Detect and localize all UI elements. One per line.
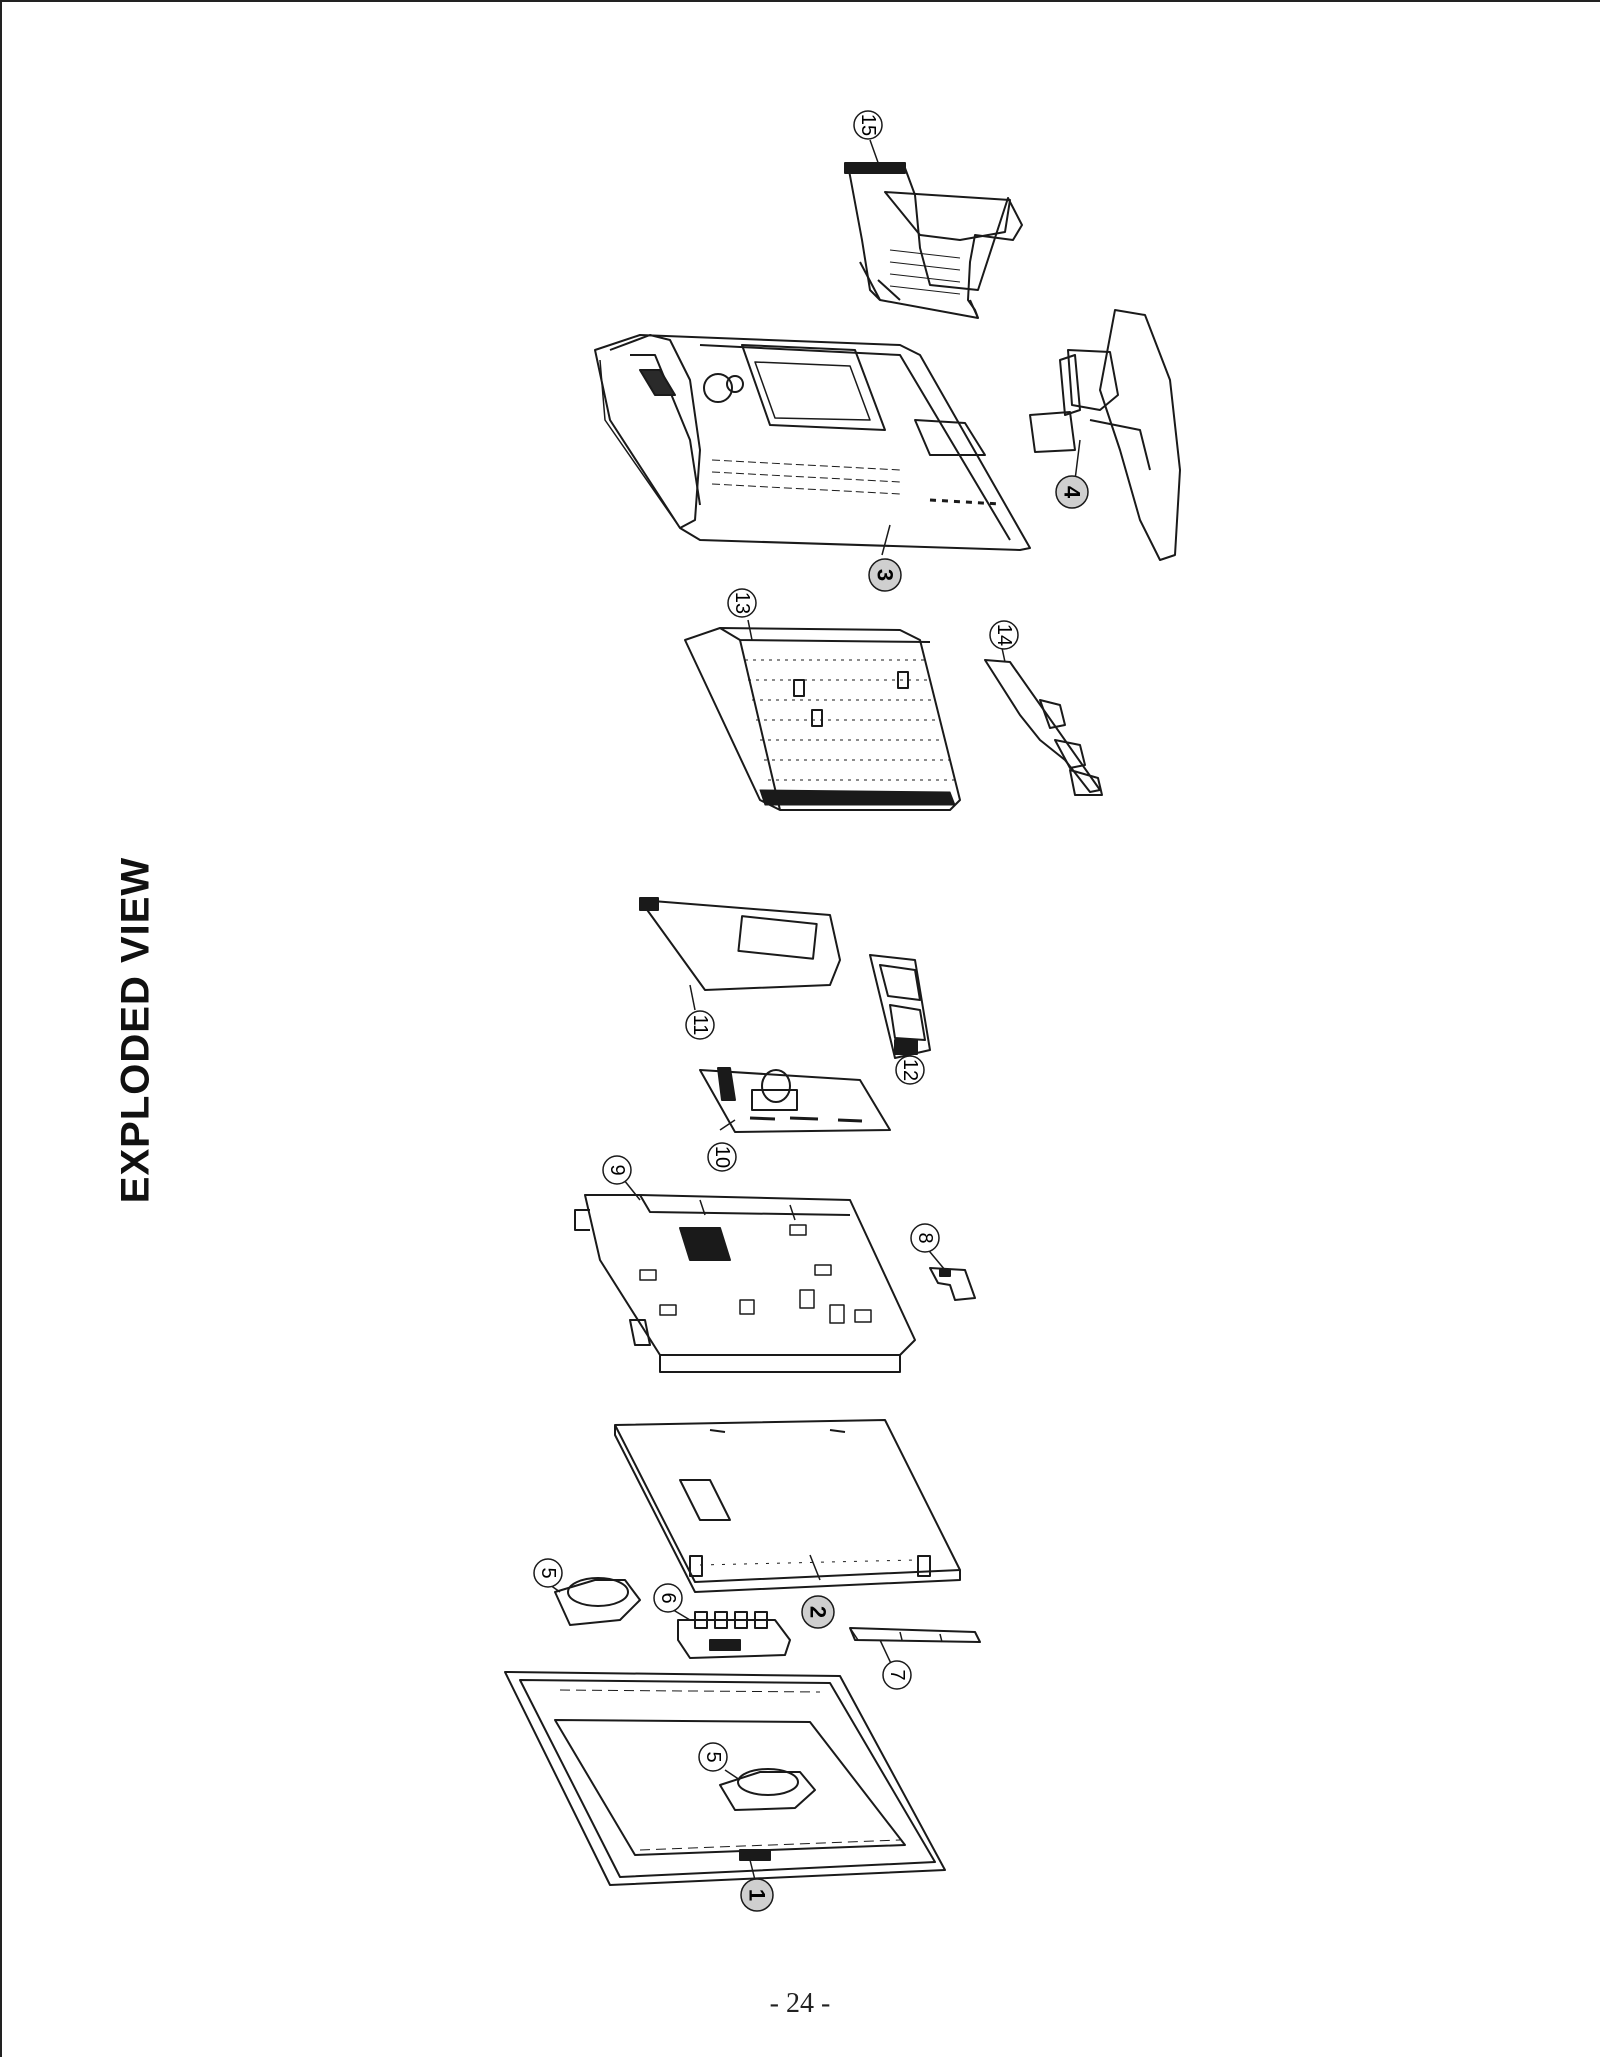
callout-5-upper-label: 5 — [537, 1567, 559, 1578]
callout-13-label: 13 — [731, 592, 753, 614]
callout-13: 13 — [727, 588, 757, 618]
callout-4: 4 — [1055, 475, 1089, 509]
callout-8: 8 — [910, 1223, 940, 1253]
callout-7-label: 7 — [886, 1669, 908, 1680]
part-10-main-board — [699, 1067, 891, 1133]
callout-14-label: 14 — [993, 624, 1015, 646]
part-1-front-bezel — [504, 1671, 946, 1886]
callout-8-label: 8 — [914, 1232, 936, 1243]
part-9-chassis — [574, 1194, 916, 1373]
callout-2: 2 — [801, 1595, 835, 1629]
callouts: 15 3 4 13 14 11 12 10 — [533, 110, 1089, 1912]
callout-7: 7 — [882, 1660, 912, 1690]
page-border-top — [0, 0, 1600, 2]
callout-9-label: 9 — [606, 1164, 628, 1175]
callout-2-label: 2 — [806, 1606, 831, 1618]
callout-5-lower: 5 — [698, 1742, 728, 1772]
callout-5-lower-label: 5 — [702, 1751, 724, 1762]
part-15-stand-cover — [844, 162, 1023, 319]
part-6-switch-board — [677, 1611, 791, 1659]
part-13-shield — [684, 627, 961, 811]
part-7-led-board — [849, 1627, 981, 1643]
callout-11-label: 11 — [689, 1015, 711, 1036]
part-8-small-bracket — [929, 1267, 976, 1301]
part-5-speaker-lower — [719, 1768, 816, 1811]
part-12-input-board — [869, 954, 931, 1059]
callout-11: 11 — [685, 1010, 715, 1040]
part-5-speaker-upper — [554, 1577, 641, 1626]
callout-10-label: 10 — [711, 1146, 733, 1168]
callout-14: 14 — [989, 620, 1019, 650]
part-14-bracket — [984, 659, 1103, 796]
page-number: - 24 - — [769, 1988, 831, 2019]
part-2-lcd-panel — [614, 1419, 961, 1593]
callout-3-label: 3 — [873, 569, 898, 581]
callout-3: 3 — [868, 558, 902, 592]
callout-10: 10 — [707, 1142, 737, 1172]
callout-9: 9 — [602, 1155, 632, 1185]
callout-6-label: 6 — [657, 1592, 679, 1603]
part-11-power-board — [639, 897, 841, 991]
callout-4-label: 4 — [1060, 486, 1085, 499]
page-border-left — [0, 0, 2, 2057]
callout-1-label: 1 — [745, 1889, 770, 1901]
callout-5-upper: 5 — [533, 1558, 563, 1588]
part-4-stand-base — [1029, 309, 1181, 561]
callout-12-label: 12 — [899, 1059, 921, 1081]
callout-15-label: 15 — [857, 114, 879, 136]
callout-15: 15 — [853, 110, 883, 140]
part-3-back-cover — [594, 334, 1031, 551]
callout-6: 6 — [653, 1583, 683, 1613]
callout-1: 1 — [740, 1878, 774, 1912]
callout-12: 12 — [895, 1055, 925, 1085]
